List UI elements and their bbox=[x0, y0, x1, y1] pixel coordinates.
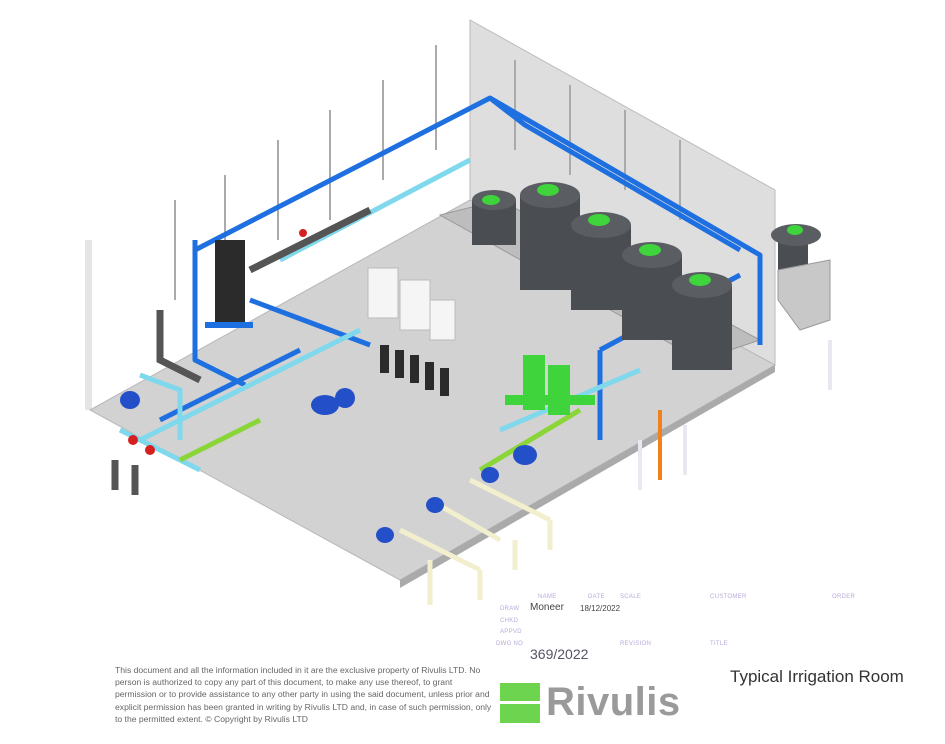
label-customer: CUSTOMER bbox=[710, 594, 747, 600]
rivulis-logo: Rivulis bbox=[500, 680, 681, 725]
label-title: TITLE bbox=[710, 641, 728, 647]
drawing-title: Typical Irrigation Room bbox=[730, 667, 904, 686]
filter-stand bbox=[205, 322, 253, 328]
rivulis-logo-text: Rivulis bbox=[546, 680, 681, 724]
label-revision: REVISION bbox=[620, 641, 652, 647]
label-chkd: CHKD bbox=[500, 618, 519, 624]
label-name: NAME bbox=[538, 594, 557, 600]
label-order: ORDER bbox=[832, 594, 856, 600]
drawn-by: Moneer bbox=[530, 602, 564, 613]
label-draw: DRAW bbox=[500, 606, 520, 612]
drawing-number: 369/2022 bbox=[530, 646, 589, 662]
support-rods bbox=[174, 45, 681, 300]
sand-filter bbox=[215, 240, 245, 325]
label-appvd: APPVD bbox=[500, 629, 522, 635]
red-valves bbox=[128, 229, 307, 455]
tank bbox=[571, 212, 631, 310]
label-date: DATE bbox=[588, 594, 605, 600]
cream-pipes bbox=[398, 477, 553, 605]
white-drop-pipes bbox=[638, 340, 832, 490]
floor-edge bbox=[400, 365, 775, 588]
tank-basin bbox=[777, 259, 831, 331]
green-filters bbox=[505, 355, 595, 415]
tank bbox=[672, 272, 732, 370]
green-pipes bbox=[178, 407, 582, 473]
disc-filters bbox=[380, 345, 449, 396]
tank bbox=[472, 190, 516, 245]
tank bbox=[520, 182, 580, 290]
pumps bbox=[120, 388, 537, 543]
label-scale: SCALE bbox=[620, 594, 642, 600]
label-dwg-no: DWG NO bbox=[496, 641, 524, 647]
drawing-date: 18/12/2022 bbox=[580, 604, 621, 613]
copyright-disclaimer: This document and all the information in… bbox=[115, 665, 492, 724]
rivulis-logo-icon bbox=[500, 682, 540, 723]
left-wall bbox=[85, 240, 92, 410]
dark-pipes bbox=[111, 206, 372, 495]
control-panels bbox=[367, 267, 456, 341]
irrigation-room-3d-drawing bbox=[85, 19, 832, 605]
